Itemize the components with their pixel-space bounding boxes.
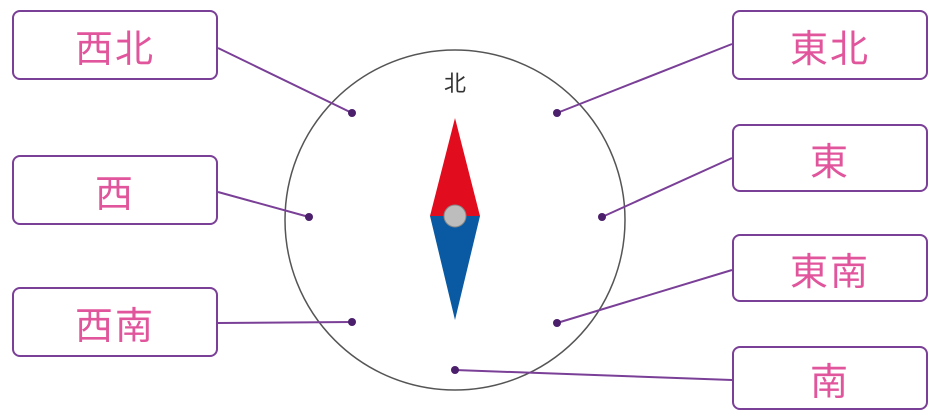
box-southeast: 東南 [732, 234, 928, 302]
line-east [601, 157, 733, 218]
box-northwest: 西北 [12, 10, 218, 80]
dot-northwest [348, 109, 356, 117]
needle-north-icon [430, 118, 480, 216]
line-northeast [556, 43, 733, 114]
dot-southwest [348, 318, 356, 326]
dot-west [305, 213, 313, 221]
dot-east [598, 213, 606, 221]
connector-lines [217, 43, 733, 381]
box-east: 東 [732, 124, 928, 192]
box-northeast: 東北 [732, 10, 928, 80]
needle-south-icon [430, 216, 480, 320]
line-south [454, 369, 733, 381]
compass-circle [284, 49, 626, 391]
marker-dots [305, 109, 606, 374]
box-southwest: 西南 [12, 287, 218, 357]
line-southwest [217, 321, 353, 324]
line-west [217, 191, 310, 218]
line-northwest [217, 47, 353, 114]
box-south: 南 [732, 346, 928, 410]
dot-southeast [553, 319, 561, 327]
dot-south [451, 366, 459, 374]
needle-pivot-icon [443, 204, 467, 228]
compass-north-label: 北 [443, 72, 466, 97]
line-southeast [556, 269, 733, 324]
box-west: 西 [12, 155, 218, 225]
dot-northeast [553, 109, 561, 117]
